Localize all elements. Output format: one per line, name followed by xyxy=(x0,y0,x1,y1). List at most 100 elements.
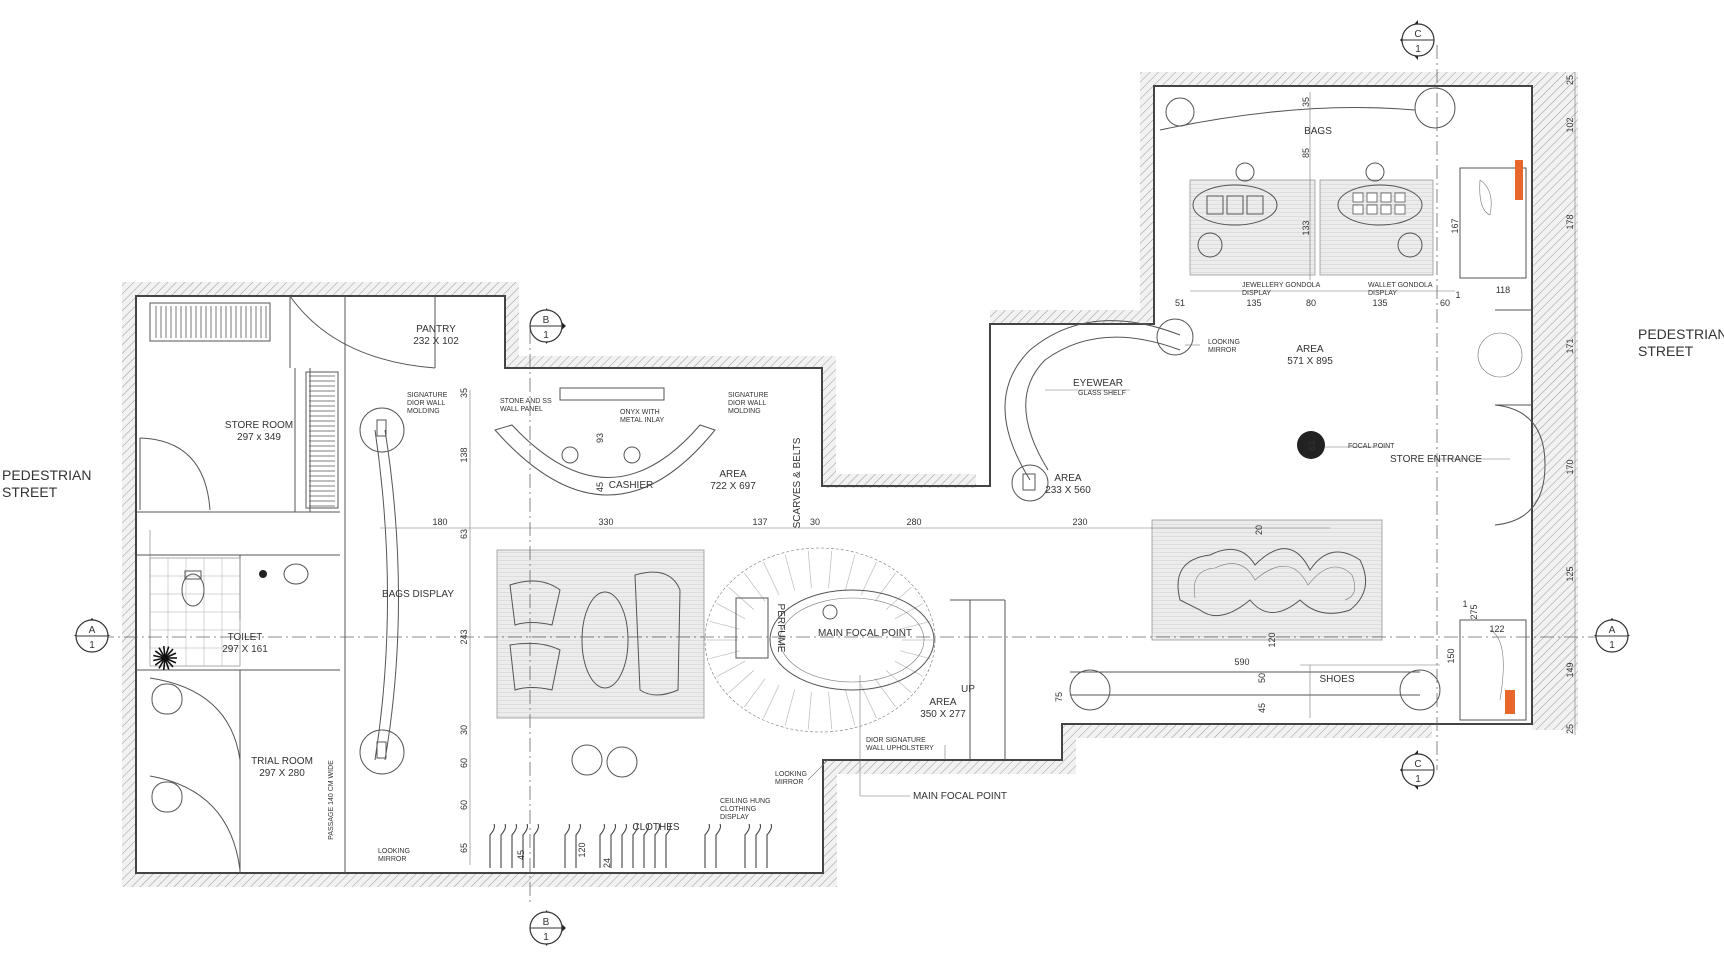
svg-text:93: 93 xyxy=(595,433,605,443)
svg-text:122: 122 xyxy=(1489,624,1504,634)
room-toilet: TOILET xyxy=(228,632,263,643)
svg-text:DISPLAY: DISPLAY xyxy=(720,814,749,821)
note-onyx: ONYX WITH METAL INLAY xyxy=(620,409,665,424)
svg-text:MOLDING: MOLDING xyxy=(728,408,761,415)
svg-text:MIRROR: MIRROR xyxy=(775,779,803,786)
note-jewellery: JEWELLERY GONDOLA DISPLAY xyxy=(1242,282,1321,297)
svg-text:45: 45 xyxy=(1257,703,1267,713)
section-marker-c-top: C 1 xyxy=(1400,20,1435,60)
svg-text:133: 133 xyxy=(1301,220,1311,235)
section-marker-b-bottom: B 1 xyxy=(529,910,566,946)
section-marker-b-top: B 1 xyxy=(529,308,566,344)
room-trial-size: 297 X 280 xyxy=(259,768,305,779)
section-number: 1 xyxy=(1609,640,1615,651)
svg-text:1: 1 xyxy=(1462,599,1467,609)
section-marker-c-bottom: C 1 xyxy=(1400,750,1435,790)
store-room-shelves xyxy=(139,302,339,511)
svg-text:25: 25 xyxy=(1565,75,1575,85)
svg-text:25: 25 xyxy=(1565,724,1575,734)
svg-text:135: 135 xyxy=(1372,298,1387,308)
label-passage: PASSAGE 140 CM WIDE xyxy=(328,760,335,840)
room-area-main: AREA xyxy=(719,469,747,480)
svg-text:CLOTHING: CLOTHING xyxy=(720,806,756,813)
entrance-doors xyxy=(1494,309,1546,526)
svg-text:45: 45 xyxy=(516,850,526,860)
label-shoes: SHOES xyxy=(1319,674,1354,685)
svg-text:149: 149 xyxy=(1565,662,1575,677)
svg-text:24: 24 xyxy=(602,858,612,868)
section-number: 1 xyxy=(543,932,549,943)
note-glass-shelf: GLASS SHELF xyxy=(1078,390,1126,397)
svg-text:60: 60 xyxy=(1440,298,1450,308)
note-ceiling-hung: CEILING HUNG CLOTHING DISPLAY xyxy=(720,798,771,821)
svg-text:150: 150 xyxy=(1446,648,1456,663)
note-signature-right: SIGNATURE DIOR WALL MOLDING xyxy=(728,392,769,415)
svg-text:35: 35 xyxy=(1301,97,1311,107)
section-marker-a-left: A 1 xyxy=(74,618,110,653)
section-letter: B xyxy=(543,315,550,326)
svg-text:60: 60 xyxy=(459,800,469,810)
section-number: 1 xyxy=(1415,774,1421,785)
room-toilet-size: 297 X 161 xyxy=(222,644,268,655)
eyewear-wall xyxy=(1004,318,1194,502)
spiral-stair xyxy=(704,547,1006,760)
note-upholstery: DIOR SIGNATURE WALL UPHOLSTERY xyxy=(866,737,934,752)
bags-area-furniture xyxy=(1159,87,1527,721)
section-letter: B xyxy=(543,917,550,928)
section-number: 1 xyxy=(1415,44,1421,55)
svg-text:STONE AND SS: STONE AND SS xyxy=(500,398,552,405)
svg-text:230: 230 xyxy=(1072,517,1087,527)
svg-text:DIOR WALL: DIOR WALL xyxy=(728,400,766,407)
svg-text:51: 51 xyxy=(1175,298,1185,308)
svg-text:118: 118 xyxy=(1496,285,1510,295)
svg-text:63: 63 xyxy=(459,529,469,539)
svg-text:45: 45 xyxy=(595,482,605,492)
svg-text:330: 330 xyxy=(598,517,613,527)
label-main-focal-callout: MAIN FOCAL POINT xyxy=(913,791,1007,802)
street-label-left-1: PEDESTRIAN xyxy=(2,467,91,483)
svg-text:120: 120 xyxy=(577,842,587,857)
svg-text:MOLDING: MOLDING xyxy=(407,408,440,415)
street-label-left-2: STREET xyxy=(2,484,58,500)
label-store-entrance: STORE ENTRANCE xyxy=(1390,454,1482,465)
room-pantry: PANTRY xyxy=(416,324,456,335)
svg-text:METAL INLAY: METAL INLAY xyxy=(620,417,665,424)
svg-text:167: 167 xyxy=(1450,218,1460,233)
cashier-counter xyxy=(494,387,716,496)
svg-text:170: 170 xyxy=(1565,459,1575,474)
svg-text:JEWELLERY GONDOLA: JEWELLERY GONDOLA xyxy=(1242,282,1321,289)
section-number: 1 xyxy=(89,640,95,651)
note-looking-mirror-top: LOOKING MIRROR xyxy=(1208,339,1240,354)
svg-text:590: 590 xyxy=(1234,657,1249,667)
plant-icon xyxy=(153,645,177,671)
svg-text:137: 137 xyxy=(752,517,767,527)
room-area-front-size: 571 X 895 xyxy=(1287,356,1333,367)
svg-text:178: 178 xyxy=(1565,214,1575,229)
svg-text:280: 280 xyxy=(906,517,921,527)
label-scarves: SCARVES & BELTS xyxy=(792,437,803,528)
section-letter: A xyxy=(89,625,96,636)
room-area-middle-size: 233 X 560 xyxy=(1045,485,1091,496)
label-cashier: CASHIER xyxy=(609,480,653,491)
svg-text:102: 102 xyxy=(1565,117,1575,132)
street-label-right-2: STREET xyxy=(1638,343,1694,359)
svg-text:LOOKING: LOOKING xyxy=(775,771,807,778)
note-signature-left: SIGNATURE DIOR WALL MOLDING xyxy=(407,392,448,415)
wall-hatching xyxy=(122,72,1578,887)
dimension-lines xyxy=(380,72,1576,865)
svg-text:DISPLAY: DISPLAY xyxy=(1368,290,1397,297)
svg-text:MIRROR: MIRROR xyxy=(1208,347,1236,354)
section-number: 1 xyxy=(543,330,549,341)
svg-text:30: 30 xyxy=(459,725,469,735)
note-wallet: WALLET GONDOLA DISPLAY xyxy=(1368,282,1433,297)
svg-text:138: 138 xyxy=(459,447,469,462)
room-area-main-size: 722 X 697 xyxy=(710,481,756,492)
note-stone-panel: STONE AND SS WALL PANEL xyxy=(500,398,552,413)
clothes-racks xyxy=(489,823,773,868)
label-up: UP xyxy=(961,684,975,695)
svg-text:WALL UPHOLSTERY: WALL UPHOLSTERY xyxy=(866,745,934,752)
label-perfume: PERFUME xyxy=(775,604,786,653)
svg-text:LOOKING: LOOKING xyxy=(378,848,410,855)
svg-text:75: 75 xyxy=(1054,692,1064,702)
shoes-display xyxy=(1069,519,1441,711)
